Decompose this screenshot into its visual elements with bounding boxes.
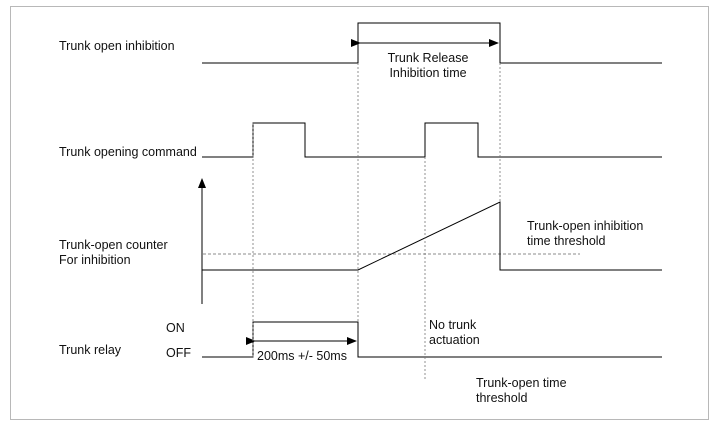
relay-state-off: OFF <box>166 346 191 360</box>
counter-waveform <box>202 201 662 271</box>
command-waveform <box>202 122 662 158</box>
signal-label-command: Trunk opening command <box>59 145 197 159</box>
inhibition-waveform <box>202 22 662 64</box>
signal-label-counter: Trunk-open counter For inhibition <box>59 238 168 267</box>
signal-label-inhibition: Trunk open inhibition <box>59 39 175 53</box>
release-inhibition-time-label: Trunk Release Inhibition time <box>387 51 469 80</box>
diagram-frame <box>10 6 709 420</box>
pulse-duration-label: 200ms +/- 50ms <box>257 349 347 363</box>
reference-lines <box>252 63 501 380</box>
no-trunk-actuation-label: No trunk actuation <box>429 318 480 347</box>
signal-label-relay: Trunk relay <box>59 343 122 357</box>
inhibition-threshold-label: Trunk-open inhibition time threshold <box>527 219 644 248</box>
open-time-threshold-label: Trunk-open time threshold <box>476 376 567 405</box>
relay-state-on: ON <box>166 321 185 335</box>
relay-waveform <box>202 321 662 358</box>
